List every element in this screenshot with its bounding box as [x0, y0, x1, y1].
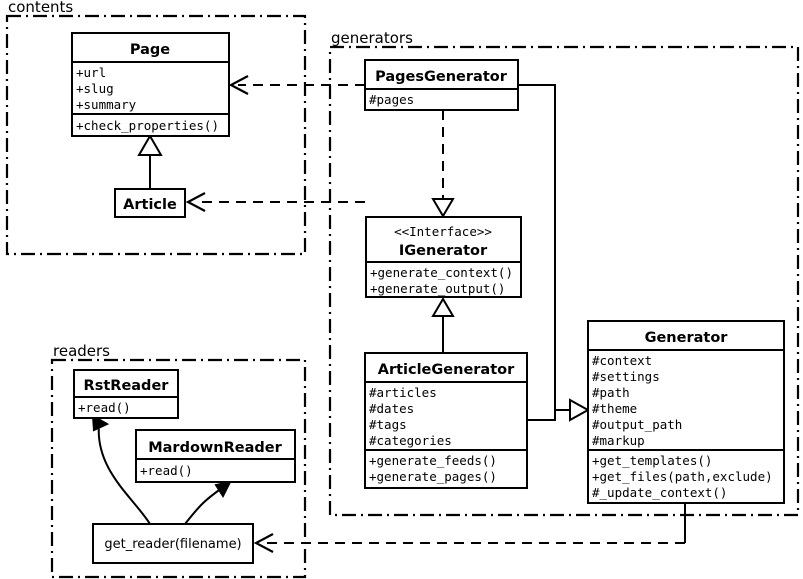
class-generator-attribute: #theme	[592, 401, 637, 416]
realization-arrowhead	[431, 198, 455, 218]
class-generator-method: +get_files(path,exclude)	[592, 469, 773, 484]
generalization-arrowhead	[569, 398, 591, 422]
edge-article-inherits-page	[137, 134, 163, 189]
package-readers-label: readers	[53, 342, 110, 360]
class-pages-generator-attribute: #pages	[369, 92, 414, 107]
class-generator-attribute: #settings	[592, 369, 660, 384]
class-article-name: Article	[123, 197, 177, 213]
class-generator-attribute: #context	[592, 353, 652, 368]
class-page-attribute: +slug	[76, 81, 114, 96]
class-article-generator-attribute: #tags	[369, 417, 407, 432]
class-article-generator-attribute: #articles	[369, 385, 437, 400]
package-generators: generators	[328, 29, 800, 517]
class-article-generator-attribute: #categories	[369, 433, 452, 448]
class-igenerator[interactable]: <<Interface>> IGenerator +generate_conte…	[365, 216, 522, 298]
generalization-arrowhead	[137, 134, 163, 156]
class-generator-attribute: #markup	[592, 433, 645, 448]
edge-get-reader-creates-rstreader	[91, 414, 151, 525]
edge-articlegenerator-realizes-igenerator	[431, 297, 455, 355]
dependency-arrowhead	[228, 75, 249, 95]
class-article-generator[interactable]: ArticleGenerator #articles #dates #tags …	[364, 352, 528, 489]
association-arrowhead	[91, 414, 110, 432]
function-get-reader-label: get_reader(filename)	[104, 537, 241, 552]
class-rst-reader-name: RstReader	[84, 378, 170, 394]
class-igenerator-method: +generate_context()	[370, 265, 513, 280]
class-page-frame	[71, 32, 230, 137]
package-readers: readers	[50, 342, 307, 579]
class-article-generator-frame	[364, 352, 528, 489]
edge-get-reader-creates-mardownreader	[184, 480, 232, 525]
class-generator-name: Generator	[645, 330, 729, 346]
class-generator-method: #_update_context()	[592, 485, 727, 500]
class-page-method: +check_properties()	[76, 118, 219, 133]
class-pages-generator[interactable]: PagesGenerator #pages	[364, 59, 519, 111]
edge-articlegenerator-inherits-generator	[527, 398, 591, 422]
class-article-generator-method: +generate_pages()	[369, 469, 497, 484]
class-mardown-reader[interactable]: MardownReader +read()	[135, 429, 296, 483]
class-mardown-reader-frame	[135, 429, 296, 483]
class-article-generator-method: +generate_feeds()	[369, 453, 497, 468]
class-article[interactable]: Article	[114, 188, 186, 218]
edge-line	[527, 409, 570, 421]
package-generators-label: generators	[331, 29, 413, 47]
class-igenerator-name: IGenerator	[399, 243, 488, 259]
class-generator-method: +get_templates()	[592, 453, 712, 468]
dependency-arrowhead	[185, 192, 206, 212]
class-igenerator-stereotype: <<Interface>>	[394, 224, 492, 239]
edge-generator-uses-get-reader	[253, 503, 686, 553]
package-contents-border	[5, 14, 307, 256]
package-generators-border	[328, 45, 800, 517]
class-rst-reader-method: +read()	[78, 400, 131, 415]
association-arrowhead	[214, 480, 232, 499]
class-rst-reader[interactable]: RstReader +read()	[73, 369, 179, 419]
package-readers-border	[50, 358, 307, 579]
class-page-attribute: +url	[76, 65, 106, 80]
class-page-name: Page	[130, 42, 170, 58]
dependency-arrowhead	[253, 533, 274, 553]
package-contents-label: contents	[8, 0, 73, 16]
edge-articlegenerator-uses-article	[185, 192, 365, 212]
class-article-frame	[114, 188, 186, 218]
class-igenerator-frame	[365, 216, 522, 298]
class-mardown-reader-method: +read()	[140, 463, 193, 478]
class-igenerator-method: +generate_output()	[370, 281, 505, 296]
edge-line	[184, 487, 223, 525]
class-pages-generator-frame	[364, 59, 519, 111]
function-get-reader-frame	[92, 523, 254, 564]
class-mardown-reader-name: MardownReader	[148, 440, 282, 456]
edge-pagesgenerator-uses-page	[228, 75, 365, 95]
realization-arrowhead	[431, 297, 455, 317]
edge-pagesgenerator-realizes-igenerator	[431, 110, 455, 218]
class-generator-attribute: #path	[592, 385, 630, 400]
class-page-attribute: +summary	[76, 97, 137, 112]
class-rst-reader-frame	[73, 369, 179, 419]
class-page[interactable]: Page +url +slug +summary +check_properti…	[71, 32, 230, 137]
class-generator-frame	[587, 320, 785, 504]
class-article-generator-attribute: #dates	[369, 401, 414, 416]
class-generator[interactable]: Generator #context #settings #path #them…	[587, 320, 785, 504]
package-contents: contents	[5, 0, 307, 256]
class-article-generator-name: ArticleGenerator	[378, 362, 515, 378]
edge-line	[97, 423, 151, 525]
function-get-reader[interactable]: get_reader(filename)	[92, 523, 254, 564]
class-generator-attribute: #output_path	[592, 417, 682, 432]
class-pages-generator-name: PagesGenerator	[375, 69, 508, 85]
